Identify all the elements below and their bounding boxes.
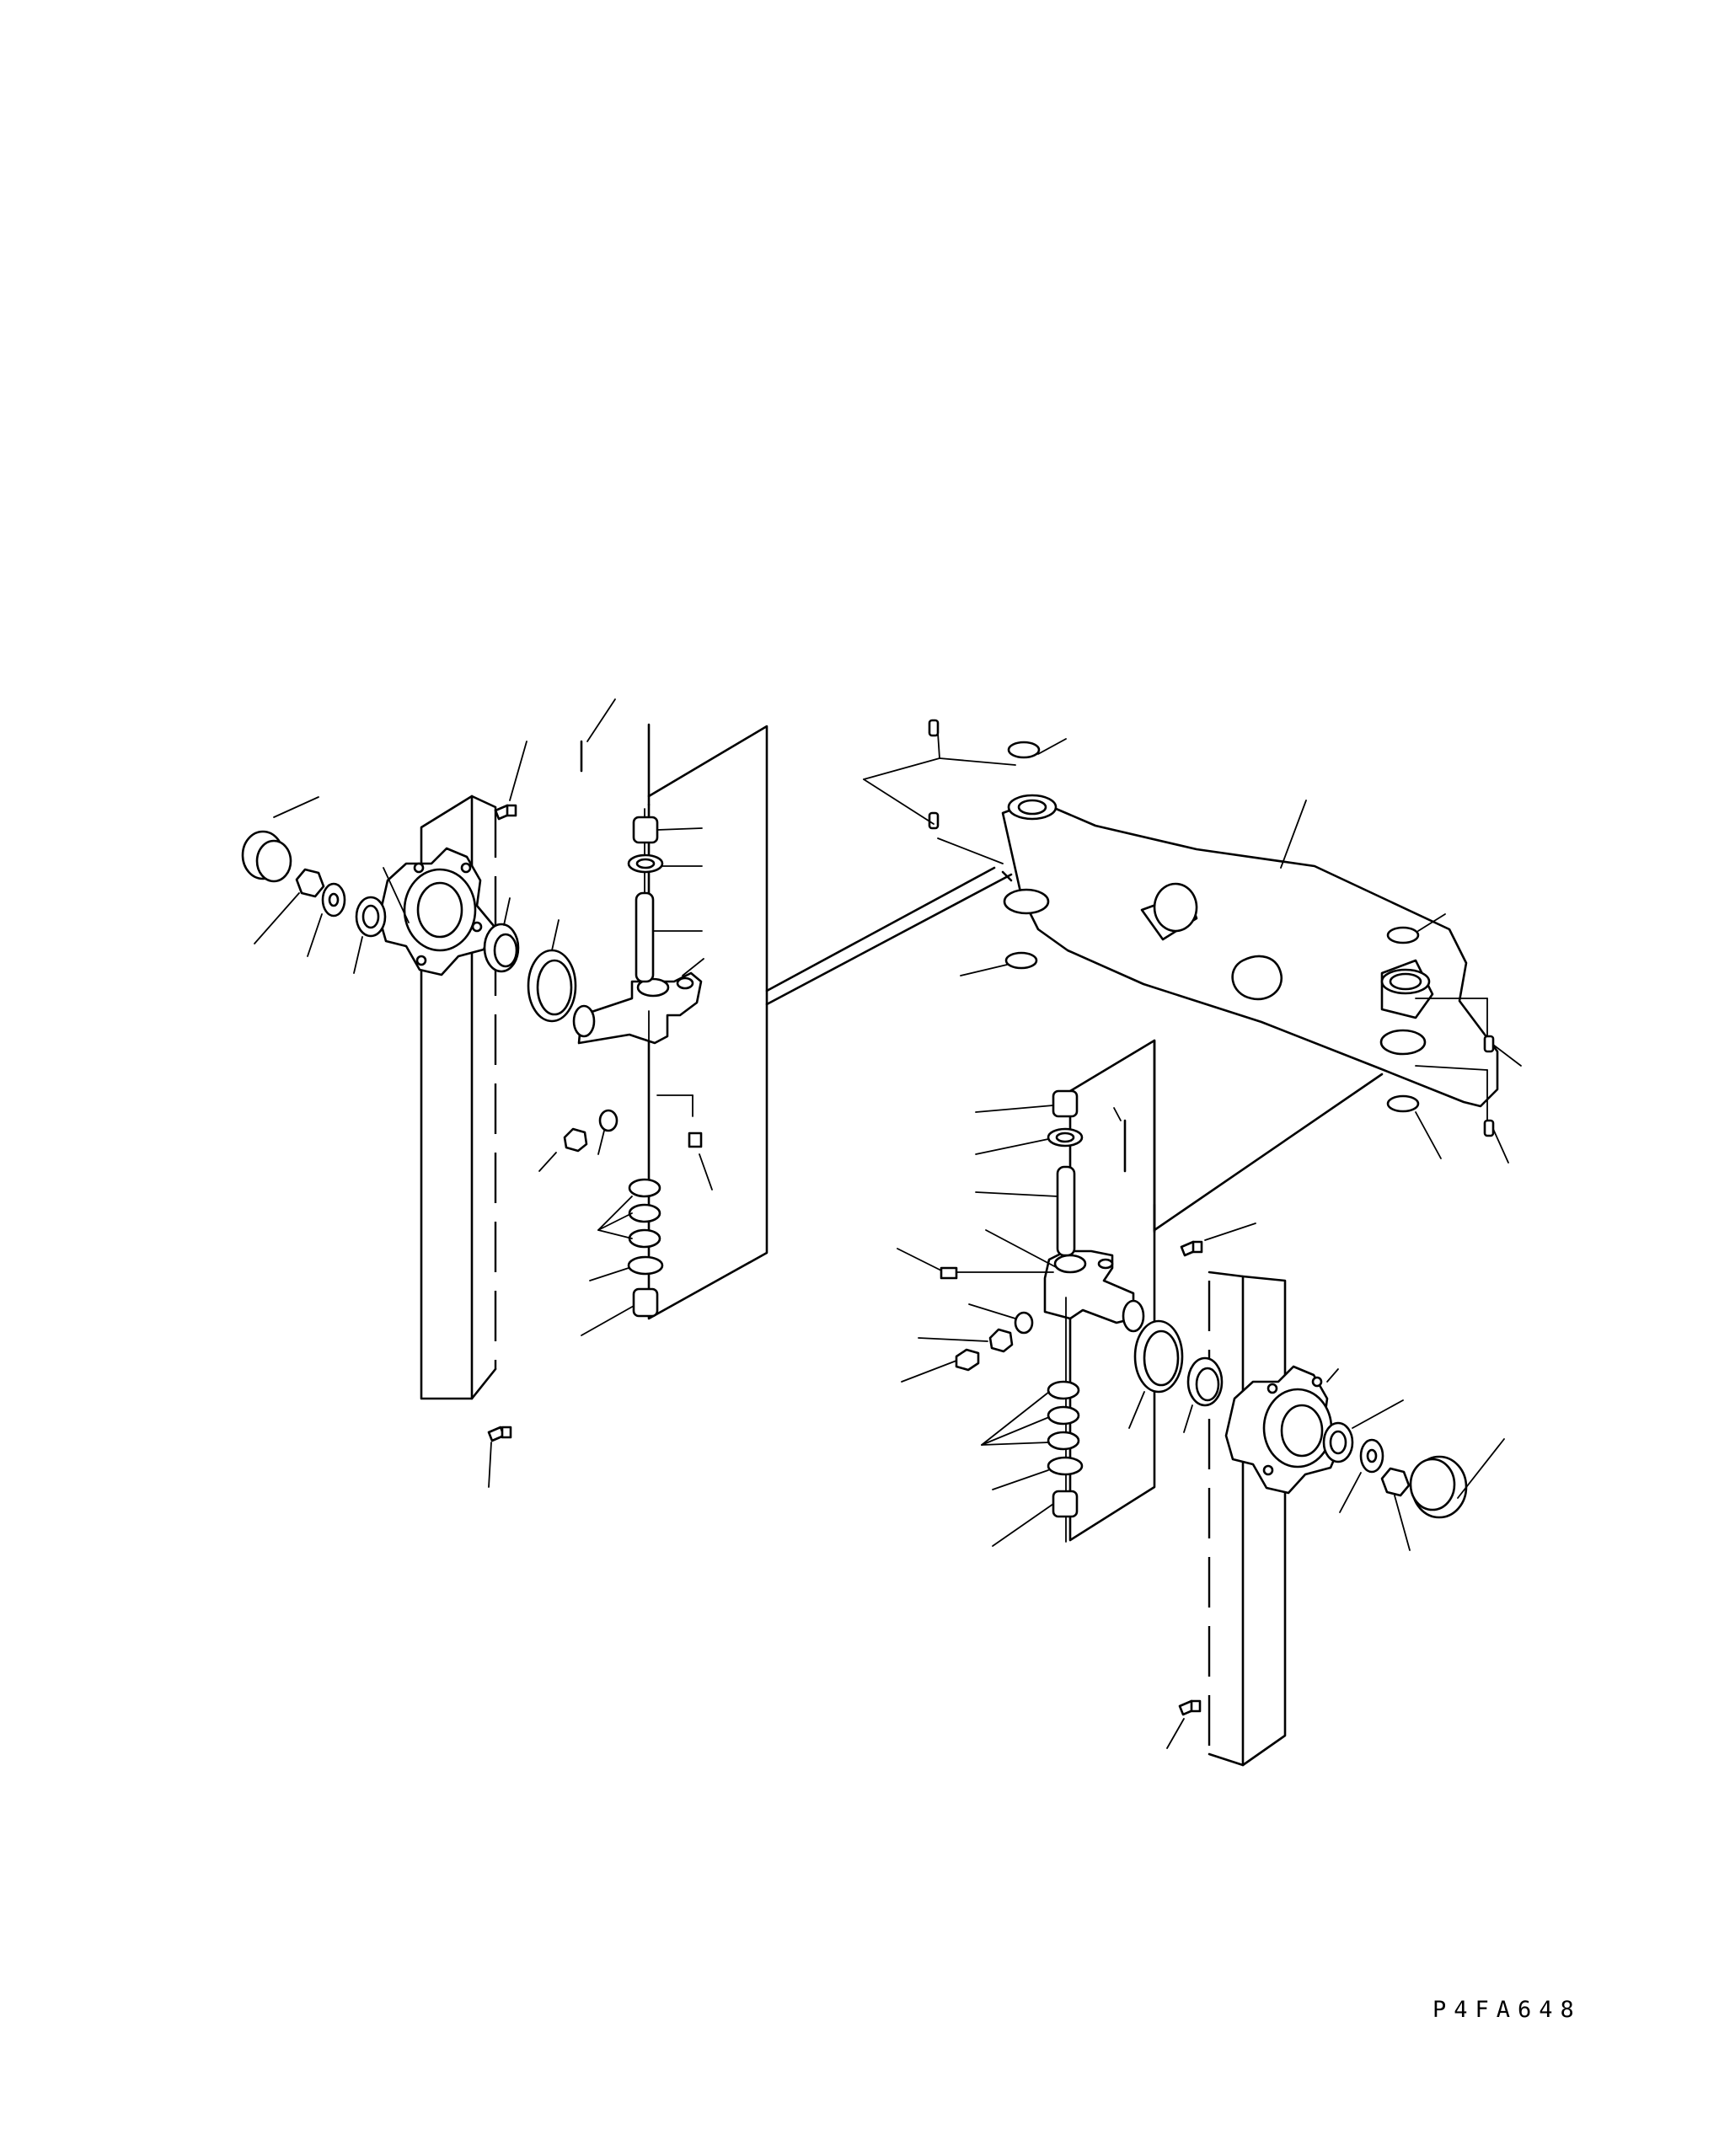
left-cotter-pin [581,699,615,771]
axle-grease-fittings-right [1416,998,1521,1163]
left-hub-bolt-top [495,741,527,819]
drawing-code-label: P4FA648 [1432,1997,1582,2023]
right-outer-bearing [1324,1400,1403,1462]
right-hub-cap [1411,1439,1504,1517]
right-knuckle-bolt [902,1329,1012,1382]
left-kingpin-stack [581,809,702,1335]
right-grease-fitting [897,1249,1053,1278]
left-grease-fitting [657,1095,712,1190]
front-axle-beam [1003,795,1497,1106]
right-washer [1340,1440,1383,1512]
left-knuckle-nut [598,1110,617,1154]
axle-top-cap-right [1388,914,1445,943]
axle-grease-fittings-left [864,720,1015,864]
axle-bottom-cap-right [1388,1096,1441,1158]
right-inner-bearing [1184,1358,1222,1432]
right-cotter-pin [1114,1108,1125,1171]
left-wheel-hub [379,848,494,975]
left-oil-seal [528,920,576,1021]
left-hub-cap [243,797,319,881]
left-washer [308,884,345,956]
left-steering-knuckle [574,959,704,1043]
right-hub-bolt-top [1181,1223,1256,1255]
axle-top-cap-left [1009,739,1066,757]
right-knuckle-nut [969,1304,1032,1333]
right-steering-knuckle [986,1230,1143,1331]
right-wheel-hub [1226,1367,1341,1493]
left-tie-bar [767,868,1011,1004]
left-axle-nut [254,869,324,944]
axle-bottom-cap-left [961,953,1036,976]
left-inner-bearing [485,898,518,971]
left-hub-bolt-bottom [489,1427,511,1487]
right-kingpin-stack [976,1091,1082,1546]
right-oil-seal [1129,1321,1182,1428]
right-axle-nut [1382,1469,1410,1550]
left-outer-bearing [354,897,385,973]
right-hub-bolt-bottom [1167,1701,1200,1748]
left-knuckle-bolt [539,1129,586,1171]
left-assembly-frame [421,725,767,1399]
